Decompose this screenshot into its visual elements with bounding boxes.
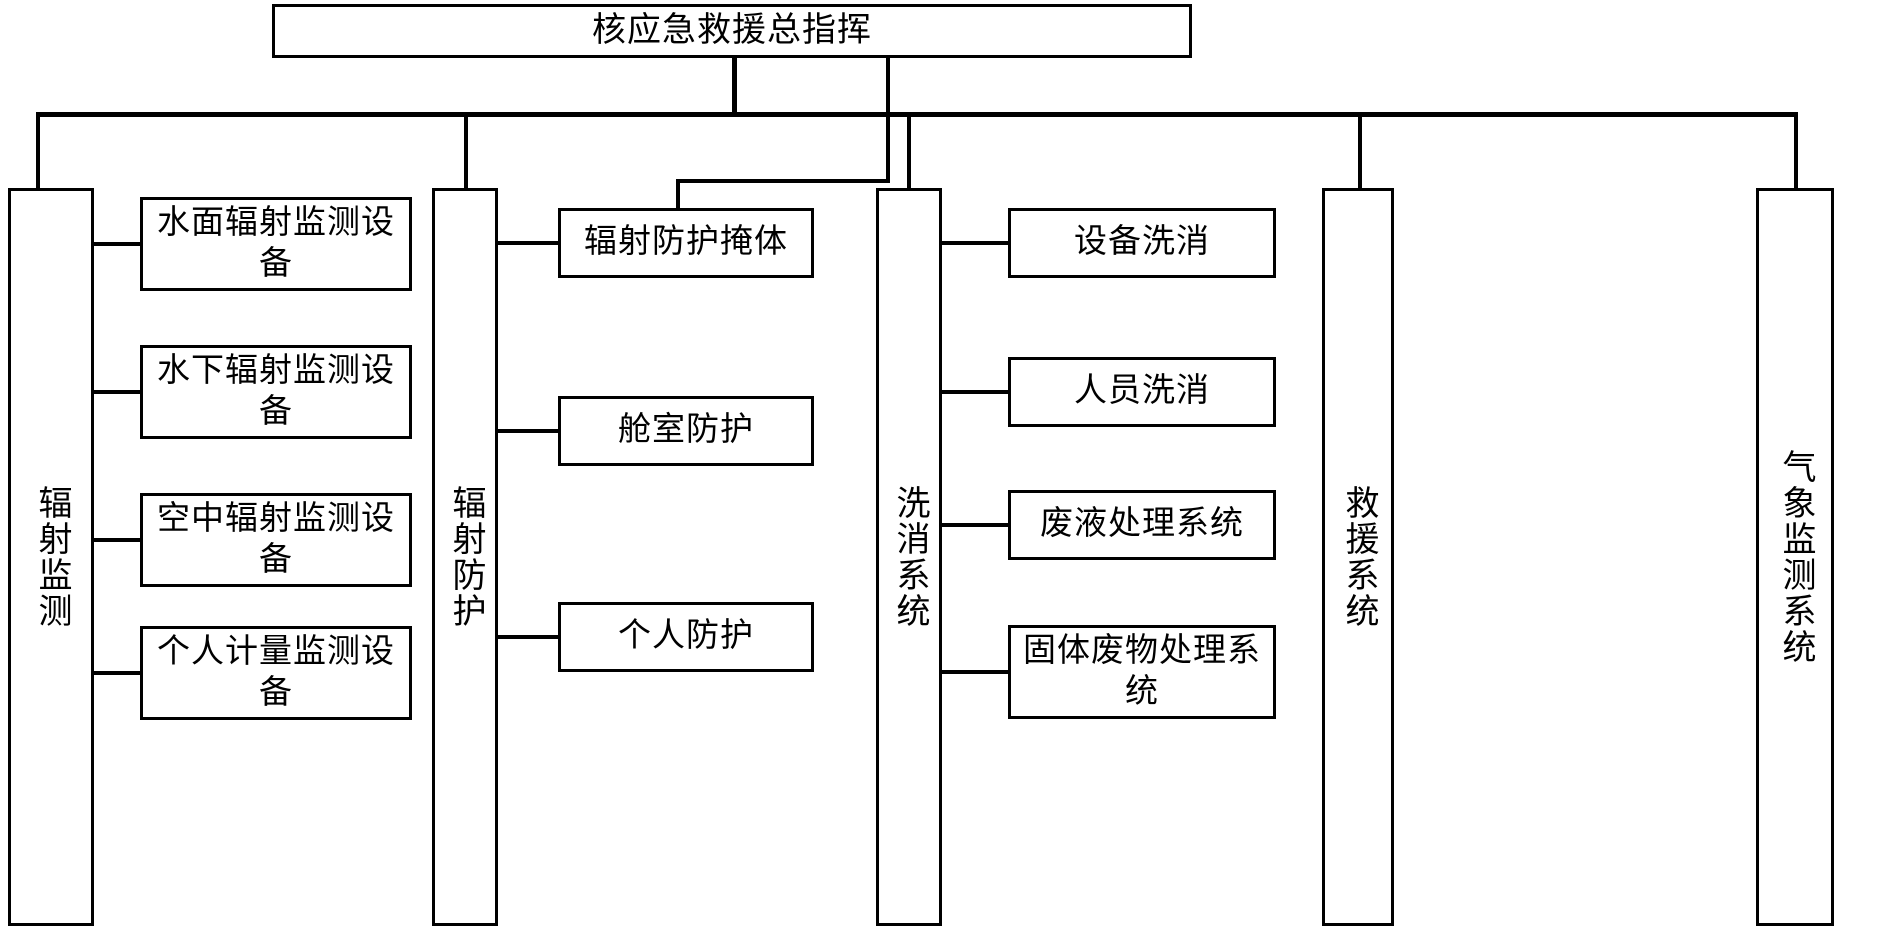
leaf-box-equipment-decontamination[interactable]: 设备洗消 [1008,208,1276,278]
leaf-label: 空中辐射监测设备 [157,500,395,578]
branch-label-radiation-monitoring: 辐射监测 [33,485,71,629]
leaf-box-radiation-protection-shelter[interactable]: 辐射防护掩体 [558,208,814,278]
branch-label-meteorological-monitoring-system: 气象监测系统 [1777,449,1815,665]
branch-drop-3 [907,112,911,190]
shelter-root-connector [886,56,890,181]
leaf-label: 固体废物处理系统 [1023,632,1261,710]
branch-label-decontamination-system: 洗消系统 [891,485,929,629]
leaf-box-personal-protection[interactable]: 个人防护 [558,602,814,672]
leaf-label: 辐射防护掩体 [584,224,788,261]
leaf-label: 水面辐射监测设备 [157,204,395,282]
leaf-label: 设备洗消 [1074,224,1210,261]
leaf-box-waste-liquid-treatment-system[interactable]: 废液处理系统 [1008,490,1276,560]
root-stem-connector [732,56,737,114]
branch-spine-radiation-monitoring[interactable]: 辐射监测 [8,188,94,926]
leaf-connector-3-1 [940,241,1010,245]
root-node-box[interactable]: 核应急救援总指挥 [272,4,1192,58]
branch-spine-decontamination-system[interactable]: 洗消系统 [876,188,942,926]
leaf-connector-1-1 [92,242,142,246]
leaf-connector-2-1 [496,241,560,245]
leaf-label: 人员洗消 [1074,373,1210,410]
leaf-connector-2-2 [496,429,560,433]
branch-spine-radiation-protection[interactable]: 辐射防护 [432,188,498,926]
leaf-connector-3-2 [940,390,1010,394]
shelter-riser-connector [676,180,680,210]
leaf-box-aerial-radiation-monitoring-equipment[interactable]: 空中辐射监测设备 [140,493,412,587]
branch-drop-4 [1358,112,1362,190]
branch-drop-5 [1794,112,1798,190]
leaf-label: 废液处理系统 [1040,506,1244,543]
root-node-label: 核应急救援总指挥 [592,11,872,49]
leaf-box-surface-radiation-monitoring-equipment[interactable]: 水面辐射监测设备 [140,197,412,291]
branch-spine-meteorological-monitoring-system[interactable]: 气象监测系统 [1756,188,1834,926]
leaf-box-personal-dosimetry-monitoring-equipment[interactable]: 个人计量监测设备 [140,626,412,720]
leaf-box-underwater-radiation-monitoring-equipment[interactable]: 水下辐射监测设备 [140,345,412,439]
leaf-connector-1-2 [92,390,142,394]
leaf-label: 个人计量监测设备 [157,633,395,711]
leaf-box-solid-waste-treatment-system[interactable]: 固体废物处理系统 [1008,625,1276,719]
branch-drop-1 [36,112,40,190]
branch-label-radiation-protection: 辐射防护 [447,485,485,629]
leaf-connector-3-4 [940,670,1010,674]
leaf-connector-3-3 [940,523,1010,527]
shelter-top-connector [676,179,890,183]
leaf-box-cabin-protection[interactable]: 舱室防护 [558,396,814,466]
branch-label-rescue-system: 救援系统 [1340,485,1378,629]
branch-spine-rescue-system[interactable]: 救援系统 [1322,188,1394,926]
leaf-box-personnel-decontamination[interactable]: 人员洗消 [1008,357,1276,427]
main-bus-connector [36,112,1798,117]
leaf-label: 舱室防护 [618,412,754,449]
branch-drop-2 [464,112,468,190]
leaf-label: 水下辐射监测设备 [157,352,395,430]
leaf-connector-2-3 [496,635,560,639]
leaf-connector-1-3 [92,538,142,542]
leaf-connector-1-4 [92,671,142,675]
leaf-label: 个人防护 [618,618,754,655]
